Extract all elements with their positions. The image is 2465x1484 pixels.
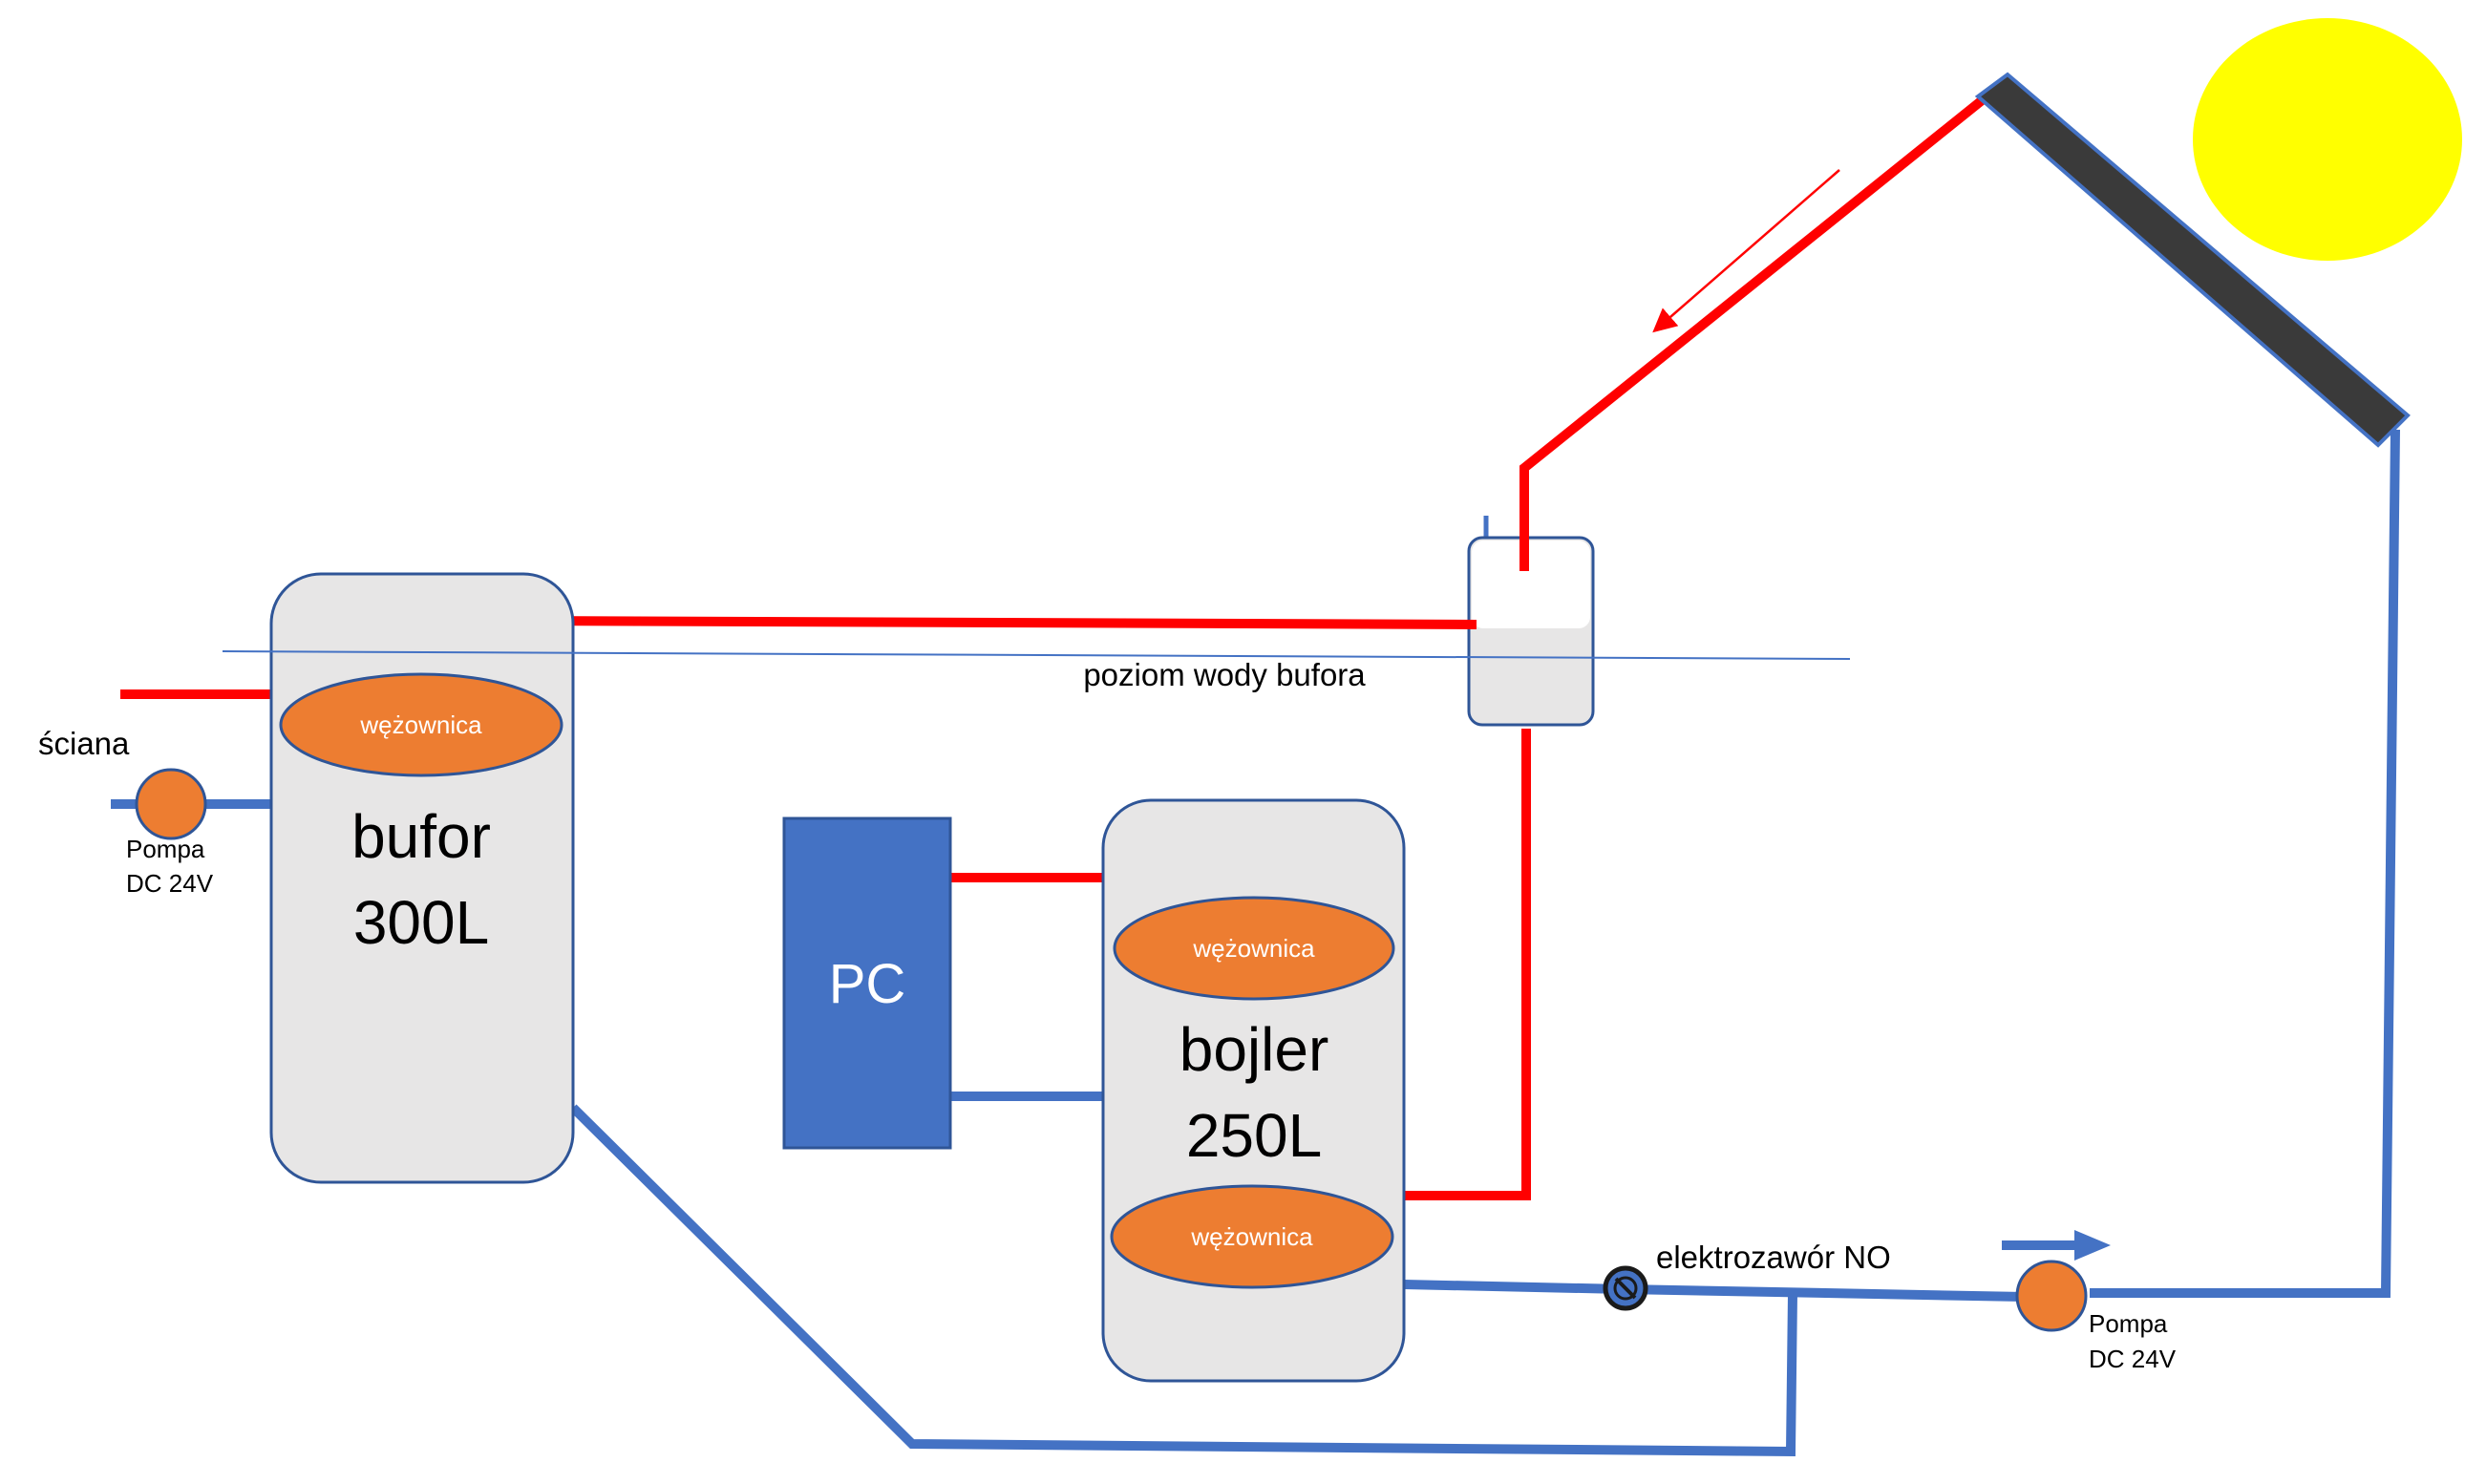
left-pump xyxy=(135,768,207,840)
boiler-coil-bottom-label: wężownica xyxy=(1190,1222,1313,1251)
water-level-line xyxy=(222,650,1851,660)
boiler-tank-name: bojler xyxy=(1179,1015,1329,1084)
buffer-coil-label: wężownica xyxy=(359,710,482,739)
boiler-to-pump-pipe xyxy=(1403,1280,2026,1302)
buffer-supply-pipe xyxy=(524,616,1477,629)
buffer-tank xyxy=(269,572,575,1184)
solar-supply-pipe xyxy=(1519,90,1994,571)
boiler-tank-volume: 250L xyxy=(1186,1101,1322,1170)
buffer-coil xyxy=(279,672,563,777)
solenoid-valve-icon xyxy=(1603,1265,1648,1311)
left-pump-label-line1: Pompa xyxy=(126,835,205,863)
flow-direction-arrow-icon xyxy=(1652,169,1840,333)
separator-air-space xyxy=(1472,541,1590,628)
buffer-tank-volume: 300L xyxy=(353,888,489,957)
buffer-tank-name: bufor xyxy=(351,802,491,871)
heat-pump-unit xyxy=(782,816,952,1150)
valve-label: elektrozawór NO xyxy=(1656,1240,1891,1275)
sun-icon xyxy=(2193,18,2462,261)
heat-pump-label: PC xyxy=(829,953,906,1015)
boiler-tank xyxy=(1101,798,1406,1383)
right-pump-label-line2: DC 24V xyxy=(2089,1345,2177,1373)
boiler-coil-bottom xyxy=(1110,1184,1394,1289)
wall-label: ściana xyxy=(38,726,130,761)
left-pump-label-line2: DC 24V xyxy=(126,869,214,898)
water-level-label: poziom wody bufora xyxy=(1083,657,1366,692)
boiler-return-hot-pipe xyxy=(1404,729,1531,1200)
solar-collector-icon xyxy=(1974,72,2411,448)
right-pump xyxy=(2015,1260,2088,1332)
boiler-coil-top xyxy=(1113,896,1395,1001)
buffer-return-pipe xyxy=(569,1104,1797,1457)
pump-flow-arrow-icon xyxy=(2002,1230,2111,1261)
solar-return-pipe xyxy=(2090,429,2400,1298)
boiler-coil-top-label: wężownica xyxy=(1192,934,1315,963)
right-pump-label-line1: Pompa xyxy=(2089,1309,2168,1338)
